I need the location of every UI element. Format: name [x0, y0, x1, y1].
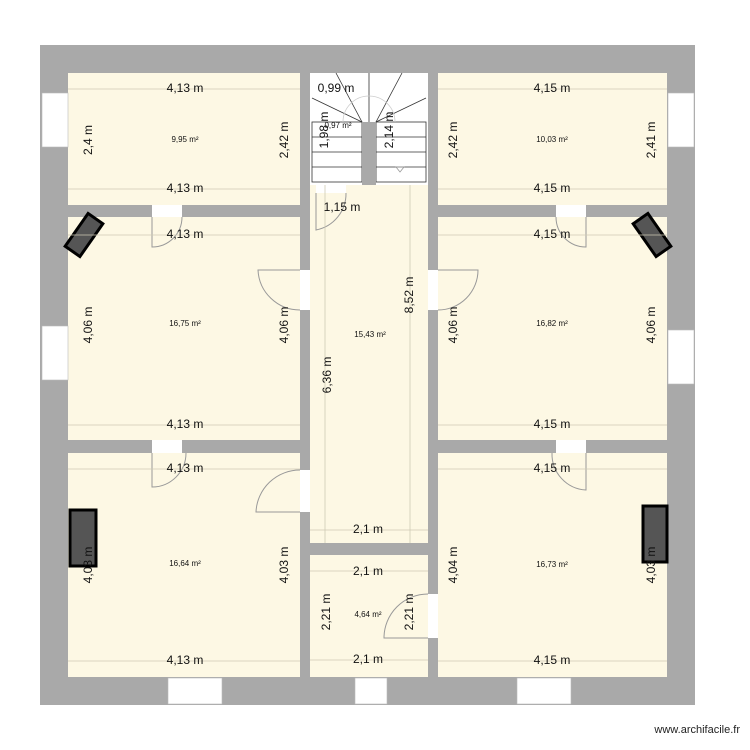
- room-mid-right: [438, 217, 667, 440]
- dimension-top: 0,99 m: [318, 81, 355, 95]
- room-mid-right-labels: 4,15 m 4,15 m 4,06 m 4,06 m 16,82 m²: [446, 227, 658, 431]
- staircase: [311, 72, 427, 185]
- area-label: 16,64 m²: [169, 559, 201, 568]
- room-mid-left-labels: 4,13 m 4,13 m 4,06 m 4,06 m 16,75 m²: [81, 227, 291, 431]
- dimension-bottom: 4,15 m: [534, 181, 571, 195]
- dimension-bottom: 4,15 m: [534, 653, 571, 667]
- dimension-right: 4,03 m: [644, 547, 658, 584]
- room-bottom-left: [68, 453, 300, 677]
- dimension-bottom: 2,1 m: [353, 652, 383, 666]
- dimension-right: 4,06 m: [644, 307, 658, 344]
- dimension-left: 4,06 m: [81, 307, 95, 344]
- room-small: [310, 555, 428, 677]
- dimension-right: 2,41 m: [644, 122, 658, 159]
- area-label: 16,73 m²: [536, 560, 568, 569]
- room-top-left: [68, 73, 300, 205]
- dimension-left: 4,04 m: [446, 547, 460, 584]
- dimension-right: 4,06 m: [277, 307, 291, 344]
- dimension-top: 2,1 m: [353, 564, 383, 578]
- area-label: 15,43 m²: [354, 330, 386, 339]
- dimension-bottom: 4,13 m: [167, 653, 204, 667]
- room-bottom-right: [438, 453, 667, 677]
- area-label: 0,97 m²: [324, 121, 351, 130]
- corridor-labels: 15,43 m² 8,52 m 6,36 m 2,1 m: [320, 277, 416, 537]
- dimension-left: 2,42 m: [446, 122, 460, 159]
- dimension-bottom: 4,13 m: [167, 181, 204, 195]
- room-small-labels: 2,1 m 2,1 m 2,21 m 2,21 m 4,64 m²: [319, 564, 416, 666]
- dimension-left: 6,36 m: [320, 357, 334, 394]
- dimension-top: 4,13 m: [167, 461, 204, 475]
- dimension-right: 4,03 m: [277, 547, 291, 584]
- dimension-top: 4,15 m: [534, 461, 571, 475]
- stairs-labels: 0,99 m 1,98 m 0,97 m² 2,14 m 1,15 m: [317, 81, 396, 214]
- dimension-left: 4,06 m: [446, 307, 460, 344]
- dimension-bottom: 4,15 m: [534, 417, 571, 431]
- dimension-top: 4,15 m: [534, 81, 571, 95]
- room-top-left-labels: 4,13 m 4,13 m 2,4 m 2,42 m 9,95 m²: [81, 81, 291, 195]
- dimension-landing: 1,15 m: [324, 200, 361, 214]
- dimension-bottom: 2,1 m: [353, 522, 383, 536]
- dimension-top: 4,13 m: [167, 81, 204, 95]
- dimension-left: 2,4 m: [81, 125, 95, 155]
- room-bottom-left-labels: 4,13 m 4,13 m 4,03 m 4,03 m 16,64 m²: [81, 461, 291, 667]
- room-bottom-right-labels: 4,15 m 4,15 m 4,04 m 4,03 m 16,73 m²: [446, 461, 658, 667]
- dimension-left: 4,03 m: [81, 547, 95, 584]
- dimension-left: 1,98 m: [317, 112, 331, 149]
- dimension-top: 4,13 m: [167, 227, 204, 241]
- dimension-bottom: 4,13 m: [167, 417, 204, 431]
- corridor: [310, 185, 428, 543]
- dimension-top: 4,15 m: [534, 227, 571, 241]
- dimension-left: 2,21 m: [319, 594, 333, 631]
- area-label: 4,64 m²: [354, 610, 381, 619]
- dimension-right: 2,21 m: [402, 594, 416, 631]
- area-label: 9,95 m²: [171, 135, 198, 144]
- room-top-right-labels: 4,15 m 4,15 m 2,42 m 2,41 m 10,03 m²: [446, 81, 658, 195]
- dimension-right: 2,42 m: [277, 122, 291, 159]
- dimension-right: 8,52 m: [402, 277, 416, 314]
- room-mid-left: [68, 217, 300, 440]
- windows: [41, 92, 695, 705]
- area-label: 10,03 m²: [536, 135, 568, 144]
- watermark: www.archifacile.fr: [653, 724, 740, 736]
- doors: [151, 185, 587, 639]
- dimension-right: 2,14 m: [382, 112, 396, 149]
- area-label: 16,82 m²: [536, 319, 568, 328]
- room-top-right: [438, 73, 667, 205]
- area-label: 16,75 m²: [169, 319, 201, 328]
